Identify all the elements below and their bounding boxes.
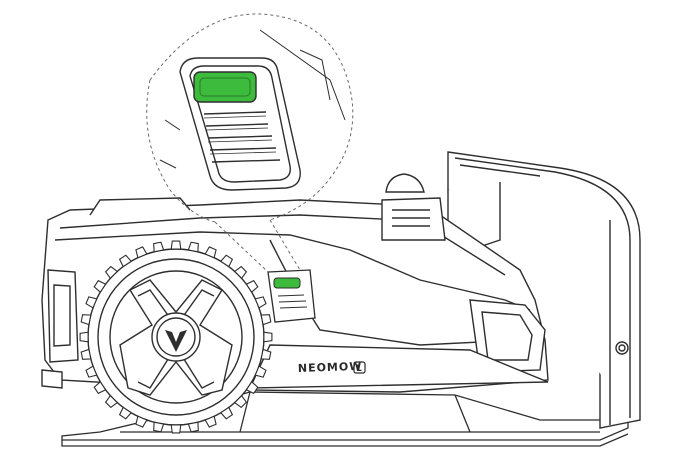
- tread-nub: [254, 296, 267, 309]
- status-light: [267, 269, 316, 323]
- svg-text:L: L: [356, 364, 362, 374]
- tread-nub: [135, 246, 148, 259]
- tread-nub: [85, 365, 98, 378]
- tread-nub: [118, 406, 133, 420]
- tread-nub: [104, 265, 119, 280]
- tread-nub: [260, 314, 272, 326]
- wheel-hub-logo: [165, 330, 187, 352]
- tread-nub: [93, 380, 107, 395]
- svg-text:NEOMOW: NEOMOW: [298, 360, 363, 375]
- tread-nub: [135, 415, 148, 428]
- tread-nub: [153, 421, 165, 433]
- tread-nub: [219, 254, 234, 268]
- tread-nub: [170, 424, 182, 434]
- brand-label: NEOMOW L: [298, 360, 366, 375]
- tread-nub: [118, 254, 133, 268]
- tread-nub: [245, 279, 259, 294]
- tread-nub: [254, 365, 267, 378]
- tread-nub: [80, 348, 92, 360]
- tread-nub: [204, 246, 217, 259]
- zoomed-status-panel: [179, 57, 301, 191]
- tread-nub: [93, 279, 107, 294]
- tread-nub: [219, 406, 234, 420]
- drive-wheel: [79, 240, 273, 434]
- tread-nub: [204, 415, 217, 428]
- tread-nub: [79, 331, 89, 343]
- wheel-tread: [79, 240, 273, 434]
- tread-nub: [233, 394, 248, 409]
- tread-nub: [263, 331, 273, 343]
- tread-nub: [170, 240, 182, 250]
- zoomed-status-light: [193, 71, 257, 103]
- tread-nub: [187, 421, 199, 433]
- tread-nub: [260, 348, 272, 360]
- charging-dock: [447, 151, 641, 429]
- tread-nub: [233, 265, 248, 280]
- zoom-callout: [146, 13, 354, 273]
- tread-nub: [104, 394, 119, 409]
- tread-nub: [187, 241, 199, 253]
- tread-nub: [245, 380, 259, 395]
- tread-nub: [80, 314, 92, 326]
- tread-nub: [153, 241, 165, 253]
- ground-plate: [61, 391, 629, 447]
- tread-nub: [85, 296, 98, 309]
